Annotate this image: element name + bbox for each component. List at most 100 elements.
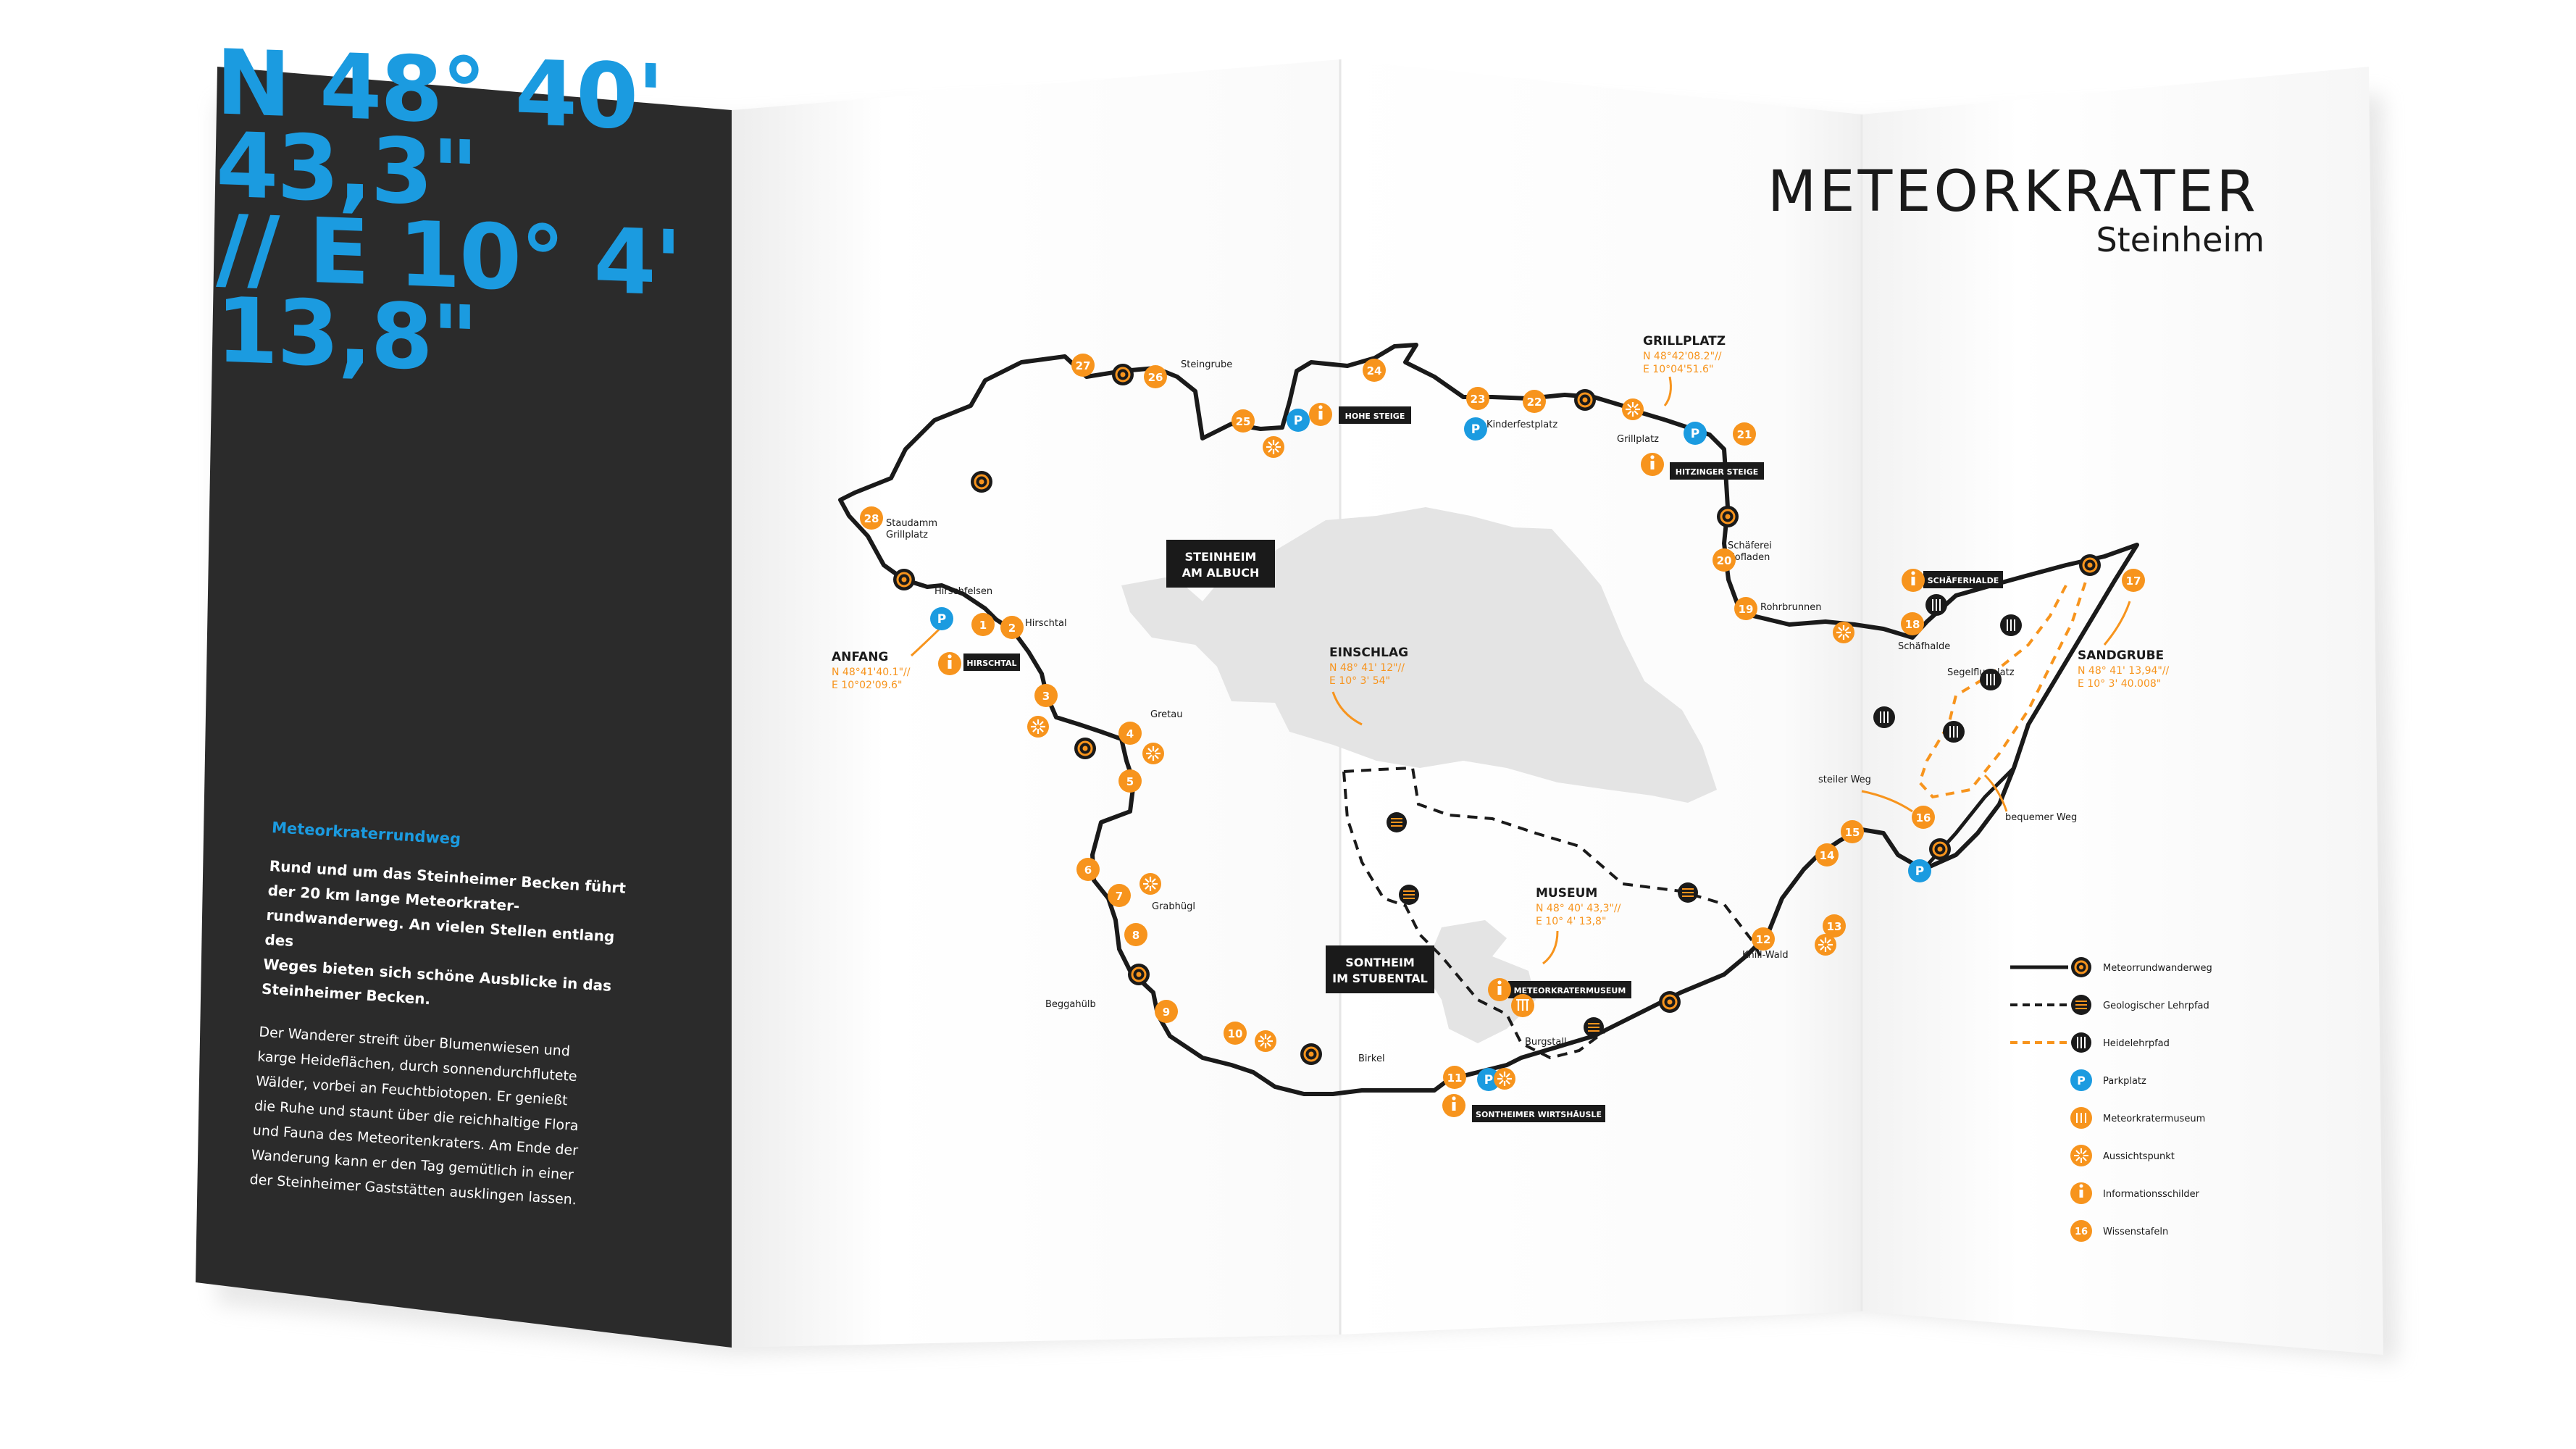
parking-icon: P (1287, 409, 1310, 432)
place-label: Staudamm (886, 518, 937, 529)
place-label: Grillplatz (886, 530, 928, 540)
callout-coordinate: E 10° 3' 40.008" (2078, 678, 2161, 690)
info-sign-icon (1488, 978, 1511, 1001)
callout-arrow (1663, 376, 1672, 406)
station-number: 23 (1471, 393, 1486, 406)
station-marker: 24 (1363, 359, 1386, 382)
place-label: Kinderfestplatz (1486, 419, 1557, 430)
callout-arrow (2103, 601, 2131, 646)
callout-coordinate: N 48° 41' 13,94"// (2078, 665, 2170, 677)
parking-icon: P (930, 607, 953, 630)
station-number: 15 (1845, 826, 1860, 839)
place-label: Beggahülb (1045, 999, 1096, 1010)
legend-label: Informationsschilder (2103, 1189, 2200, 1200)
station-marker: 22 (1523, 390, 1546, 413)
info-sign-hohe-steige: HOHE STEIGE (1339, 406, 1411, 424)
callout-title: EINSCHLAG (1329, 646, 1408, 660)
station-marker: 3 (1034, 684, 1058, 707)
callout-title: MUSEUM (1536, 886, 1597, 901)
legend-item: 16 Wissenstafeln (2070, 1220, 2168, 1242)
place-labels: Steingrube Staudamm Grillplatz Hirschfel… (886, 359, 2077, 1064)
viewpoint-icon (1494, 1068, 1515, 1090)
station-number: 4 (1126, 727, 1134, 740)
station-number: 8 (1132, 929, 1139, 942)
trail-marker-icon (1128, 964, 1150, 985)
callout-coordinate: N 48°41'40.1"// (832, 667, 911, 678)
svg-text:P: P (1691, 427, 1699, 441)
station-marker: 13 (1823, 914, 1846, 938)
intro-text: Meteorkraterrundweg Rund und um das Stei… (249, 819, 648, 1216)
place-label: Rohrbrunnen (1760, 602, 1822, 613)
callout-coordinate: N 48° 41' 12"// (1329, 662, 1405, 674)
callout-coordinate: E 10°02'09.6" (832, 680, 902, 691)
place-label: Schäferei (1728, 540, 1772, 551)
station-marker: 8 (1124, 923, 1147, 946)
callout-grillplatz: GRILLPLATZ N 48°42'08.2"// E 10°04'51.6" (1643, 334, 1726, 406)
trail-marker-icon (1300, 1043, 1322, 1065)
svg-text:SCHÄFERHALDE: SCHÄFERHALDE (1928, 575, 1999, 585)
heath-trail-icon (1980, 669, 2002, 690)
callout-einschlag: EINSCHLAG N 48° 41' 12"// E 10° 3' 54" (1329, 646, 1408, 726)
station-marker: 12 (1752, 927, 1775, 951)
map-panel-left (732, 59, 1340, 1348)
legend-label: Parkplatz (2103, 1076, 2146, 1087)
trail-marker-icon (1929, 838, 1951, 860)
callout-coordinate: E 10° 3' 54" (1329, 675, 1390, 687)
viewpoint-icon (1263, 436, 1284, 458)
station-number: 5 (1126, 775, 1134, 788)
station-marker: 14 (1815, 843, 1839, 867)
trail-marker-icon (1074, 738, 1096, 759)
svg-text:HOHE STEIGE: HOHE STEIGE (1345, 412, 1405, 421)
trail-marker-icon (1112, 364, 1134, 385)
svg-text:HITZINGER STEIGE: HITZINGER STEIGE (1676, 467, 1759, 477)
heath-trail-icon (2000, 614, 2022, 636)
dark-intro-panel (196, 67, 732, 1348)
brand-title: METEORKRATER (1768, 159, 2259, 225)
callout-coordinate: N 48° 40' 43,3"// (1536, 903, 1621, 914)
station-marker: 20 (1713, 548, 1736, 572)
bequemer-weg-arrow (1983, 774, 2008, 812)
station-marker: 6 (1076, 858, 1100, 881)
station-marker: 9 (1155, 1000, 1178, 1023)
town-name: SONTHEIM (1345, 956, 1415, 969)
station-number: 26 (1148, 371, 1163, 384)
station-number: 6 (1084, 864, 1092, 877)
callout-title: SANDGRUBE (2078, 648, 2164, 663)
svg-text:P: P (1294, 414, 1302, 428)
station-number: 13 (1827, 920, 1842, 933)
legend-item: Meteorkratermuseum (2070, 1107, 2205, 1129)
info-sign-hirschtal: HIRSCHTAL (963, 653, 1020, 671)
callout-anfang: ANFANG N 48°41'40.1"// E 10°02'09.6" (832, 625, 943, 691)
legend-item: Meteorrundwanderweg (2010, 957, 2212, 977)
place-label: Hirschtal (1025, 618, 1067, 629)
station-number: 12 (1756, 933, 1771, 946)
place-label: Steingrube (1181, 359, 1232, 370)
station-number: 16 (1916, 811, 1931, 824)
legend-label: Wissenstafeln (2103, 1227, 2168, 1237)
steiler-weg-arrow (1861, 790, 1913, 813)
viewpoint-icon (1622, 398, 1644, 420)
place-label: Gretau (1150, 709, 1182, 720)
trail-marker-icon (1717, 506, 1739, 527)
info-sign-museum: METEORKRATERMUSEUM (1508, 981, 1631, 998)
place-label: Knill-Wald (1742, 950, 1789, 961)
map-panel-right (1862, 67, 2383, 1355)
callout-museum: MUSEUM N 48° 40' 43,3"// E 10° 4' 13,8" (1536, 886, 1621, 965)
viewpoint-icon (1027, 716, 1049, 738)
info-sign-wirtshaeusle: SONTHEIMER WIRTSHÄUSLE (1472, 1105, 1605, 1122)
info-sign-hitzinger-steige: HITZINGER STEIGE (1670, 462, 1764, 480)
info-sign-icon (1309, 403, 1332, 426)
place-label: Grillplatz (1617, 434, 1659, 445)
geological-trail-icon (1584, 1017, 1604, 1037)
info-sign-schaeferhalde: SCHÄFERHALDE (1923, 571, 2003, 588)
legend-label: Aussichtspunkt (2103, 1151, 2175, 1162)
station-marker: 17 (2122, 569, 2145, 592)
coordinates-heading: N 48° 40' 43,3" // E 10° 4' 13,8" (216, 30, 737, 392)
trail-marker-icon (971, 471, 992, 493)
trail-marker-icon (1574, 389, 1596, 411)
place-label: steiler Weg (1818, 774, 1871, 785)
station-number: 28 (864, 512, 879, 525)
legend-sample-number: 16 (2075, 1227, 2088, 1237)
info-sign-icon (1442, 1094, 1465, 1117)
